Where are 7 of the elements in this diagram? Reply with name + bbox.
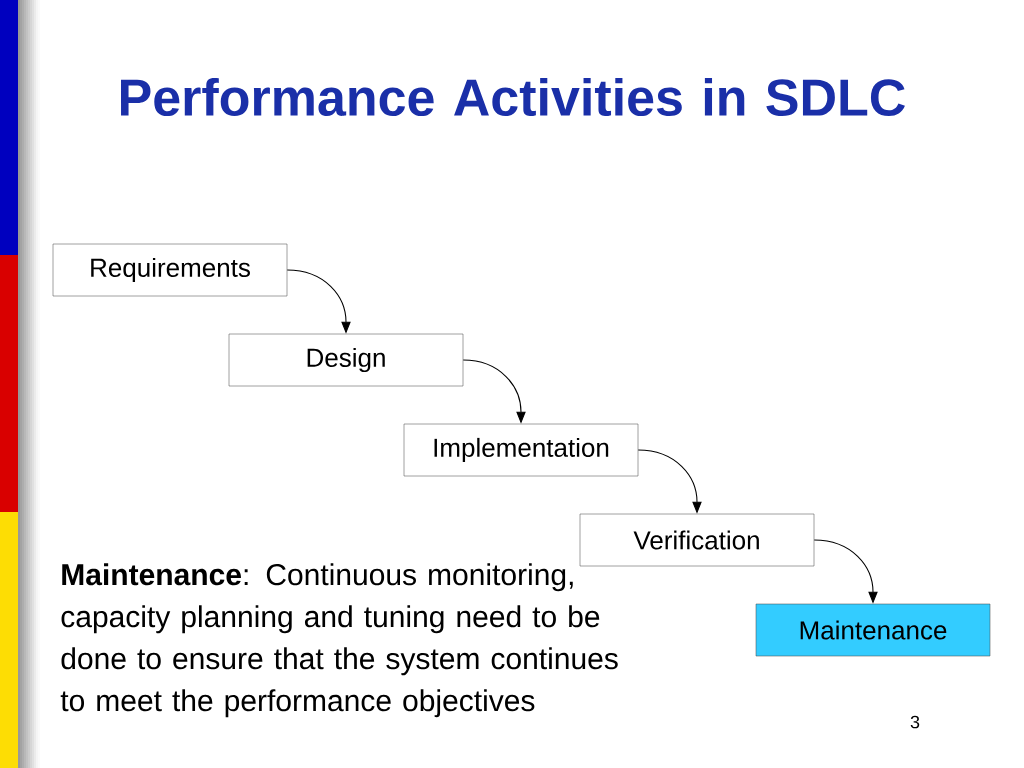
process-box: Requirements — [52, 243, 288, 297]
process-box: Maintenance — [755, 603, 991, 657]
page-number: 3 — [910, 715, 920, 729]
process-box: Design — [228, 333, 464, 387]
process-box: Implementation — [403, 423, 639, 477]
title: Performance Activities in SDLC — [121, 77, 905, 117]
process-box: Verification — [579, 513, 815, 567]
